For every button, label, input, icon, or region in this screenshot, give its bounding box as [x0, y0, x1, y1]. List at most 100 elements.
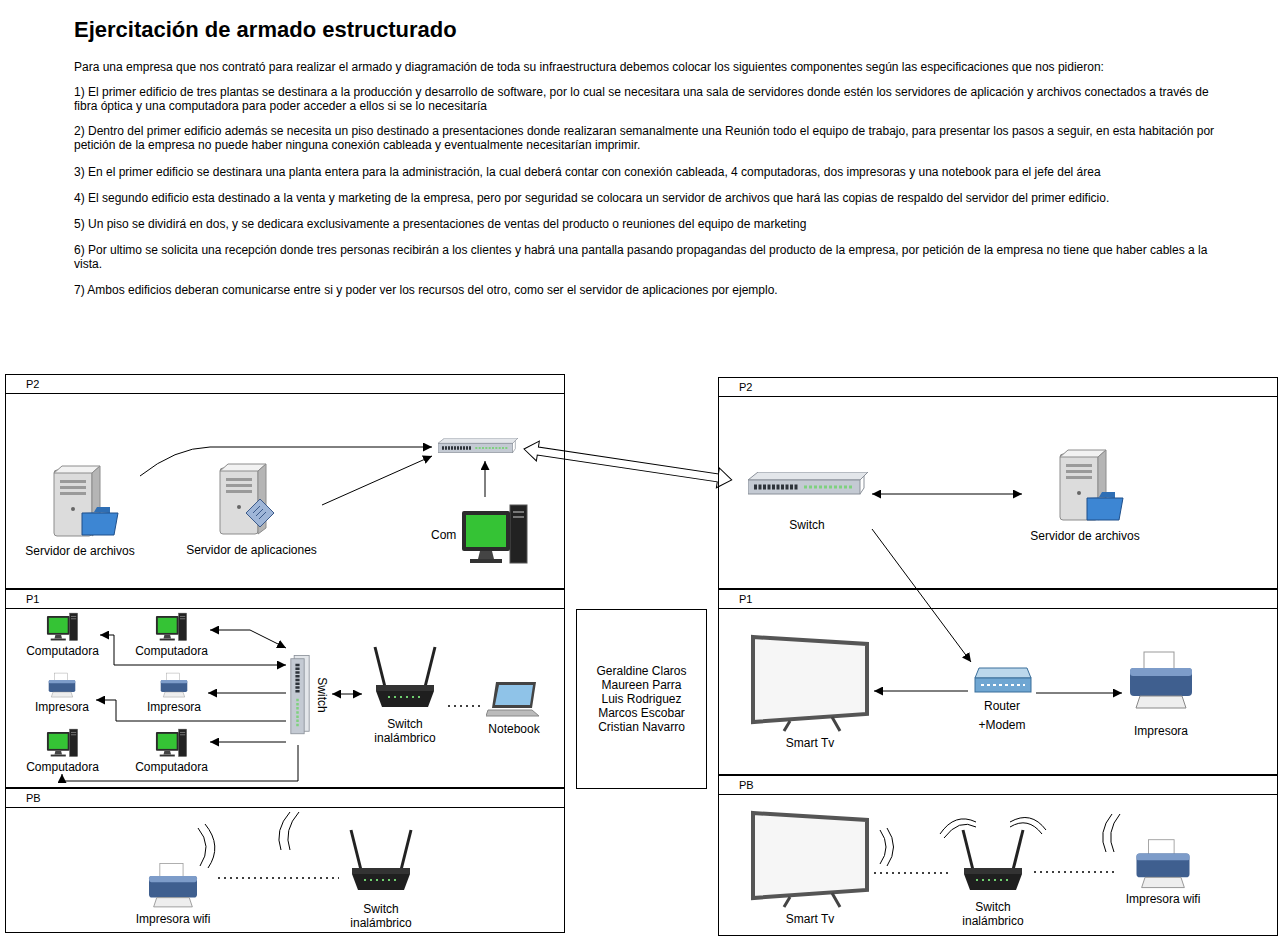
member-name: Geraldine Claros	[596, 664, 686, 678]
device-label: Smart Tv	[786, 912, 834, 926]
switch-node: Switch	[742, 468, 872, 532]
device-label: Impresora	[147, 700, 201, 714]
device-label: Computadora	[26, 760, 99, 774]
member-name: Luis Rodriguez	[601, 692, 681, 706]
member-name: Marcos Escobar	[598, 706, 685, 720]
computer-node: Computadora	[25, 612, 100, 658]
label-stack: Smart Tv	[746, 736, 874, 750]
server-node: Servidor de aplicaciones	[183, 458, 320, 557]
label-stack: Computadora	[133, 644, 210, 658]
connector	[874, 872, 952, 874]
computer-icon	[462, 505, 527, 563]
connector	[96, 700, 286, 721]
floor-band: P1Smart Tv Router+ModemImpresora	[718, 589, 1278, 775]
label-stack: Impresora	[28, 700, 96, 714]
label-stack: Impresora	[1122, 724, 1200, 738]
notebook-node: Notebook	[483, 676, 545, 736]
label-stack: Switch inalámbrico	[952, 900, 1034, 928]
connector	[332, 694, 362, 695]
connector	[210, 630, 286, 648]
connector	[448, 705, 483, 707]
server-node: Servidor de archivos	[22, 462, 138, 558]
wifi-waves	[1010, 818, 1046, 835]
note-text: Para una empresa que nos contrató para r…	[74, 60, 1219, 74]
link-arrow	[140, 447, 432, 476]
switch-icon	[291, 655, 309, 733]
computer-node: Computadora	[133, 728, 210, 774]
label-stack: Switch inalámbrico	[339, 902, 423, 930]
floor-label: PB	[26, 789, 41, 807]
title: Ejercitación de armado estructurado	[74, 17, 457, 43]
label-stack: Switch	[742, 518, 872, 532]
member-name: Cristian Navarro	[598, 720, 685, 734]
label-stack: Geraldine ClarosMaureen ParraLuis Rodrig…	[577, 610, 706, 788]
device-label: Smart Tv	[786, 736, 834, 750]
connector	[872, 494, 1022, 495]
device-label: Servidor de archivos	[1030, 529, 1139, 543]
device-label: Computadora	[135, 644, 208, 658]
switch-icon	[438, 438, 518, 453]
wireless-switch-node: Switch inalámbrico	[952, 818, 1034, 928]
floor-header: P1	[719, 590, 1277, 609]
note-text: 5) Un piso se dividirá en dos, y se dedi…	[74, 217, 1219, 231]
device-label: Servidor de aplicaciones	[186, 543, 317, 557]
connector	[218, 877, 339, 879]
label-stack: Computadora	[133, 760, 210, 774]
printer-node: Impresora wifi	[128, 860, 218, 926]
tv-icon	[753, 813, 867, 907]
floor-header: P2	[719, 378, 1277, 397]
wifi-waves	[279, 812, 299, 850]
connector	[210, 742, 286, 743]
wifi-waves	[880, 828, 894, 866]
device-label: Impresora wifi	[136, 912, 211, 926]
computer-icon	[47, 613, 78, 640]
label-stack: Impresora wifi	[128, 912, 218, 926]
note-text: 7) Ambos edificios deberan comunicarse e…	[74, 283, 1219, 297]
floor-label: P1	[26, 590, 39, 608]
printer-node: Impresora	[28, 672, 96, 714]
smart-tv-node: Smart Tv	[746, 808, 874, 926]
connector	[872, 529, 971, 662]
note-text: 1) El primer edificio de tres plantas se…	[74, 85, 1219, 113]
connector	[208, 693, 286, 694]
device-label: Notebook	[488, 722, 539, 736]
floor-label: P2	[739, 378, 752, 396]
note-text: 2) Dentro del primer edificio además se …	[74, 124, 1219, 152]
floor-band: P1ComputadoraComputadoraImpresoraImpreso…	[5, 589, 565, 788]
tv-icon	[753, 637, 867, 731]
device-label: Switch inalámbrico	[339, 902, 423, 930]
device-label: Switch	[315, 677, 329, 712]
wifi-waves	[940, 819, 976, 838]
printer-node: Impresora	[1122, 648, 1200, 738]
router-icon	[975, 668, 1031, 692]
computer-icon	[47, 729, 78, 756]
notebook-icon	[486, 682, 539, 716]
printer-node: Impresora	[140, 672, 208, 714]
smart-tv-node: Smart Tv	[746, 632, 874, 750]
wifi-waves	[198, 824, 215, 868]
device-label: Router	[984, 699, 1020, 713]
router-node: Router+Modem	[968, 662, 1036, 732]
note-text: 6) Por ultimo se solicita una recepción …	[74, 243, 1219, 271]
device-label: Computadora	[135, 760, 208, 774]
label-stack: Smart Tv	[746, 912, 874, 926]
team-box: Geraldine ClarosMaureen ParraLuis Rodrig…	[576, 609, 707, 789]
access-point-icon	[375, 647, 435, 707]
label-stack: Com	[431, 500, 530, 570]
link-arrow	[485, 461, 486, 497]
label-stack: Impresora wifi	[1118, 892, 1208, 906]
connector	[100, 635, 286, 665]
floor-header: PB	[719, 776, 1277, 795]
connector	[1034, 871, 1118, 873]
app-icon	[246, 499, 274, 527]
fiber-link-arrow	[523, 439, 734, 490]
printer-icon	[161, 673, 188, 697]
label-stack: Servidor de archivos	[22, 544, 138, 558]
floor-band: P2Servidor de archivosServidor de aplica…	[5, 374, 565, 589]
device-label: Impresora	[35, 700, 89, 714]
label-stack: Router+Modem	[968, 699, 1036, 732]
floor-label: P1	[739, 590, 752, 608]
floor-label: PB	[739, 776, 754, 794]
label-stack: Computadora	[25, 644, 100, 658]
note-text: 3) En el primer edificio se destinara un…	[74, 165, 1219, 179]
